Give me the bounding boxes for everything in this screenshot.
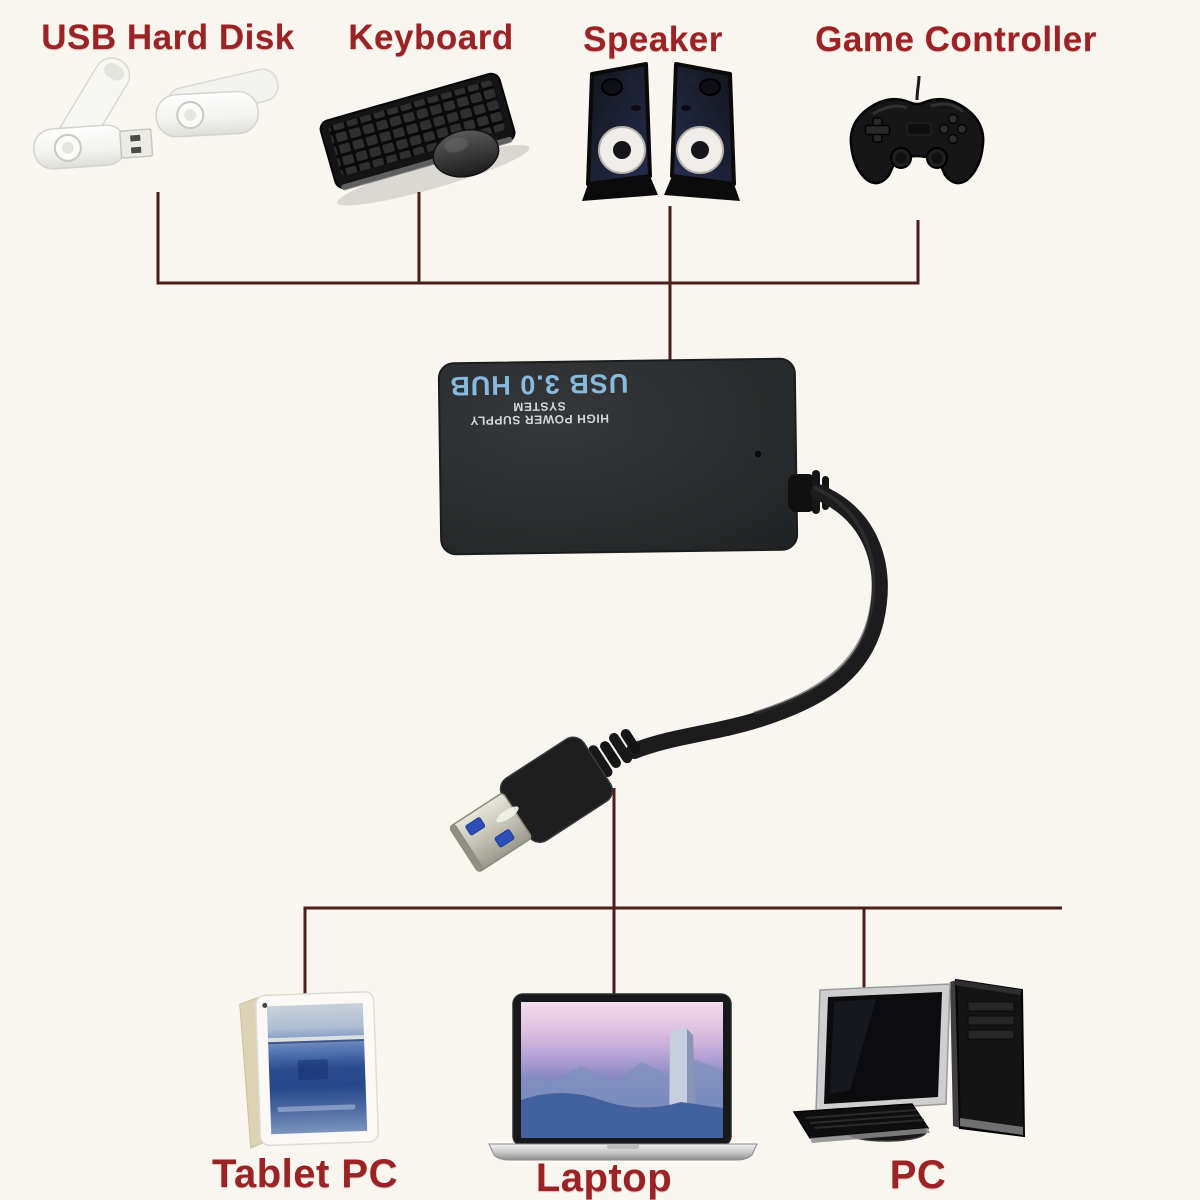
tablet-icon [239,991,380,1149]
top-connector-lines [156,192,920,361]
device-label-pc: PC [889,1153,947,1197]
led-indicator [754,450,762,458]
desktop-pc-icon [792,978,1026,1143]
device-label-speaker: Speaker [583,20,723,59]
usb-cable [626,470,888,759]
device-label-game-controller: Game Controller [815,20,1097,59]
bottom-connector-lines [303,788,1062,1002]
device-label-tablet-pc: Tablet PC [211,1152,399,1196]
laptop-icon [488,993,758,1161]
keyboard-mouse-icon [319,72,530,206]
usb-plug [449,728,641,872]
device-label-usb-hard-disk: USB Hard Disk [41,18,295,57]
game-controller-icon [849,75,985,185]
mouse-icon [432,129,500,178]
device-label-keyboard: Keyboard [348,18,514,57]
speakers-icon [582,62,742,203]
device-label-laptop: Laptop [535,1156,673,1200]
usb-hub-device [437,357,799,556]
usb-flash-drives-icon [33,57,279,170]
